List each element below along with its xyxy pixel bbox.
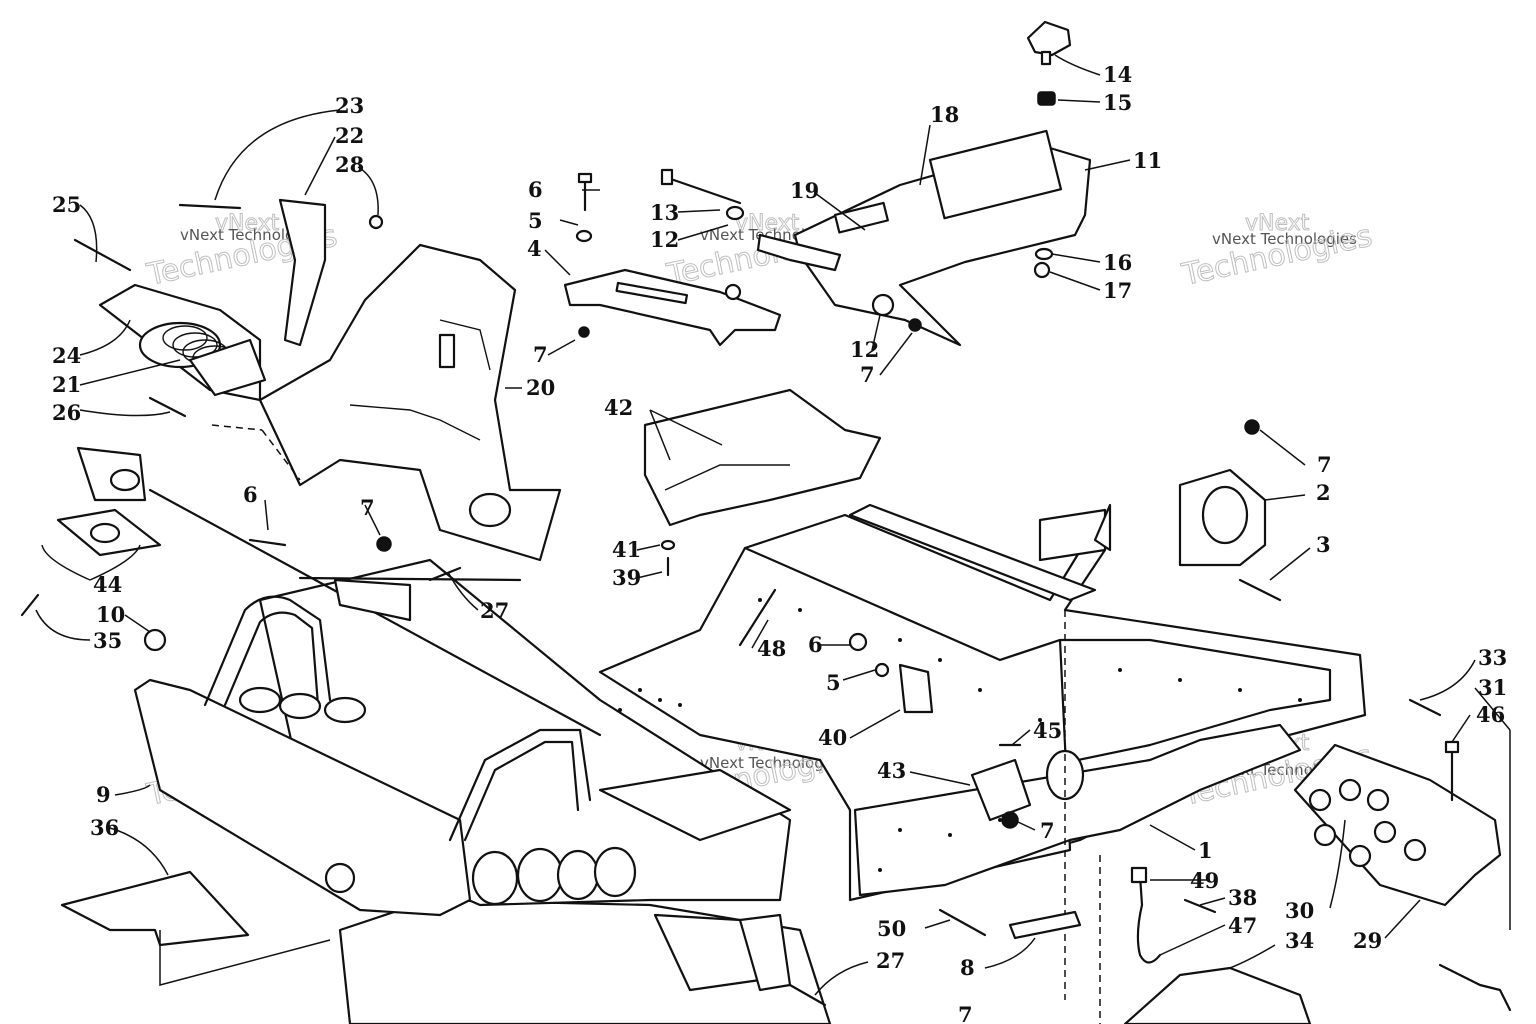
callout-48: 48 [757, 636, 786, 661]
callout-18: 18 [930, 102, 959, 127]
callout-45: 45 [1033, 718, 1062, 743]
callout-33: 33 [1478, 645, 1507, 670]
callout-21: 21 [52, 372, 81, 397]
part-15-grommet [1037, 91, 1056, 106]
callout-34: 34 [1285, 928, 1314, 953]
callout-25: 25 [52, 192, 81, 217]
callout-5: 5 [528, 208, 543, 233]
part-22-bracket [278, 198, 327, 347]
front-frame-assembly [133, 488, 832, 1024]
callout-7: 7 [1317, 452, 1332, 477]
callout-12: 12 [650, 227, 679, 252]
callout-47: 47 [1228, 913, 1257, 938]
callout-11: 11 [1133, 148, 1162, 173]
callout-19: 19 [790, 178, 819, 203]
callout-31: 31 [1478, 675, 1507, 700]
callout-3: 3 [1316, 532, 1331, 557]
callout-1: 1 [1198, 838, 1213, 863]
part-18-decal [928, 129, 1063, 220]
callout-27: 27 [480, 598, 509, 623]
callout-16: 16 [1103, 250, 1132, 275]
part-36-belly-pad [60, 870, 250, 947]
callout-43: 43 [877, 758, 906, 783]
watermark-3: vNext vNext Technologies Technologies [1178, 211, 1376, 294]
callout-38: 38 [1228, 885, 1257, 910]
callout-27: 27 [876, 948, 905, 973]
part-34-plate [1123, 966, 1312, 1024]
callout-14: 14 [1103, 62, 1132, 87]
watermark-text: vNext [1245, 211, 1310, 236]
callout-5: 5 [826, 670, 841, 695]
callout-8: 8 [960, 955, 975, 980]
callout-4: 4 [527, 236, 542, 261]
callout-10: 10 [96, 602, 125, 627]
part-19-decal [833, 201, 889, 234]
part-20-nose-bracket [258, 243, 562, 562]
callout-17: 17 [1103, 278, 1132, 303]
callout-23: 23 [335, 93, 364, 118]
frame-hole [1045, 749, 1085, 801]
callout-6: 6 [808, 632, 823, 657]
idler-wheels [238, 686, 637, 906]
leader-lines [35, 54, 1511, 1024]
callout-30: 30 [1285, 898, 1314, 923]
callout-28: 28 [335, 152, 364, 177]
callout-39: 39 [612, 565, 641, 590]
callout-12: 12 [850, 337, 879, 362]
callout-35: 35 [93, 628, 122, 653]
callout-40: 40 [818, 725, 847, 750]
callout-24: 24 [52, 343, 81, 368]
callout-6: 6 [528, 177, 543, 202]
callout-50: 50 [877, 916, 906, 941]
callout-49: 49 [1190, 868, 1219, 893]
part-11-console [756, 129, 1092, 347]
callout-7: 7 [958, 1002, 973, 1024]
callout-29: 29 [1353, 928, 1382, 953]
callout-22: 22 [335, 123, 364, 148]
part-4-steering-plate [563, 268, 782, 347]
part-44-mount-plates [56, 446, 162, 557]
callout-36: 36 [90, 815, 119, 840]
callout-6: 6 [243, 482, 258, 507]
main-frame [598, 503, 1367, 1000]
callout-9: 9 [96, 782, 111, 807]
watermark-text: vNext Technologies [1212, 230, 1357, 248]
callout-7: 7 [533, 342, 548, 367]
part-42-shield [643, 388, 882, 527]
watermark-text: vNext [735, 211, 800, 236]
headlight-assembly [98, 283, 267, 402]
callout-7: 7 [860, 362, 875, 387]
callout-15: 15 [1103, 90, 1132, 115]
callout-20: 20 [526, 375, 555, 400]
watermark-text: vNext [215, 211, 280, 236]
callouts: 1 2 3 4 5 5 6 6 6 7 7 7 7 7 7 7 8 9 10 1… [52, 62, 1507, 1024]
callout-7: 7 [1040, 818, 1055, 843]
callout-44: 44 [93, 572, 122, 597]
callout-26: 26 [52, 400, 81, 425]
callout-2: 2 [1316, 480, 1331, 505]
hardware-fasteners [20, 168, 1512, 1012]
callout-41: 41 [612, 537, 641, 562]
callout-42: 42 [604, 395, 633, 420]
callout-13: 13 [650, 200, 679, 225]
part-14-knob [1026, 20, 1072, 66]
part-29-bracket [1293, 743, 1502, 907]
callout-7: 7 [360, 495, 375, 520]
callout-46: 46 [1476, 702, 1505, 727]
